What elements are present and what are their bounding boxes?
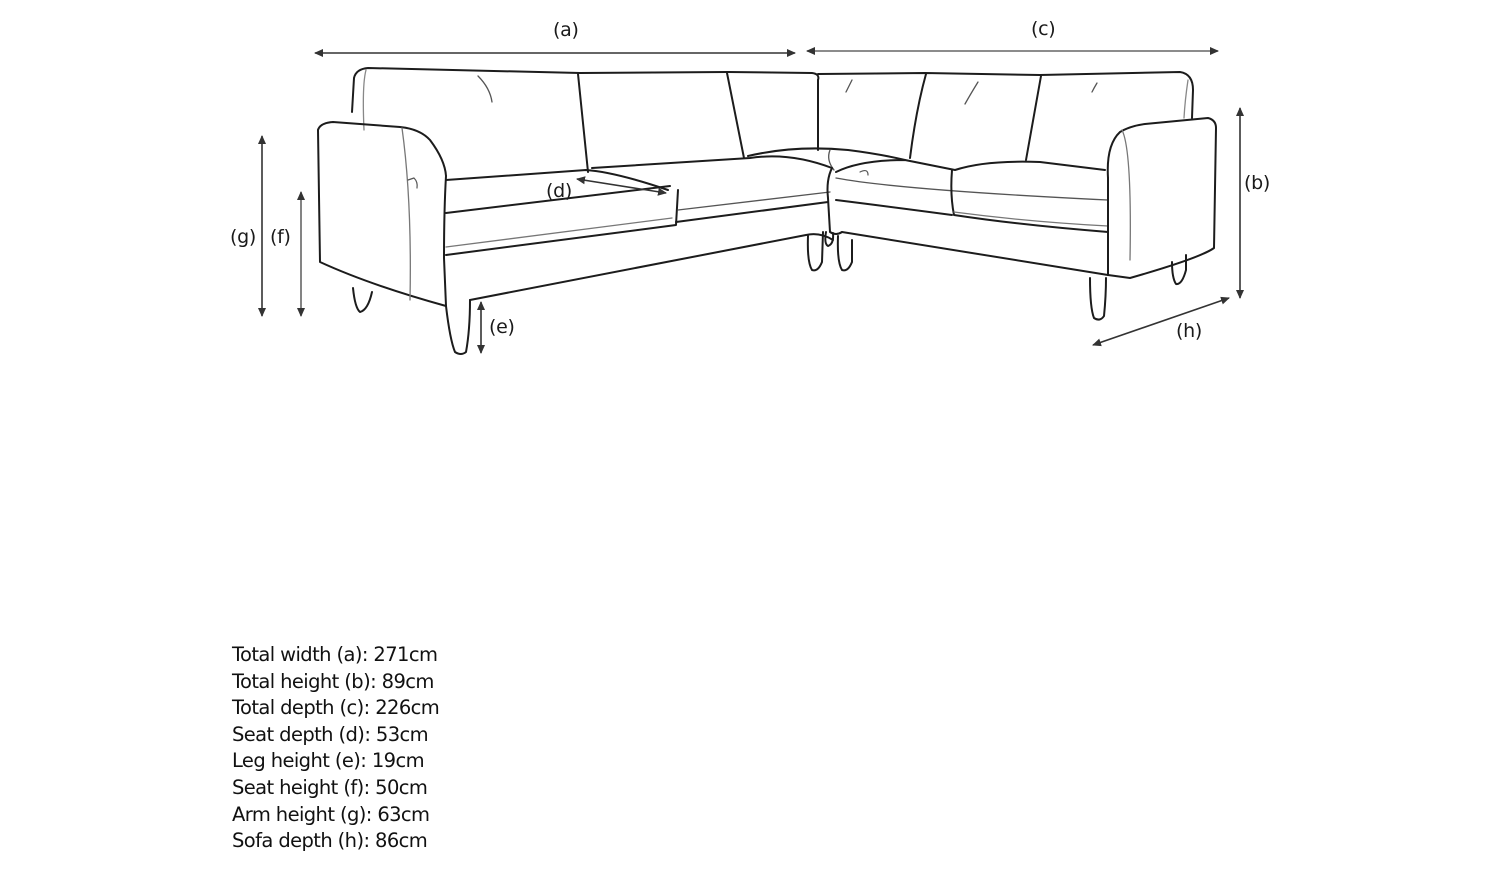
spec-total-depth: Total depth (c): 226cm <box>232 696 440 720</box>
sofa-outline <box>317 67 1217 355</box>
dimension-label-h: (h) <box>1176 320 1202 342</box>
dimension-label-a: (a) <box>553 19 579 41</box>
spec-seat-depth: Seat depth (d): 53cm <box>232 722 429 746</box>
spec-total-width: Total width (a): 271cm <box>232 643 438 666</box>
dimension-spec-list: Total width (a): 271cm Total height (b):… <box>232 642 440 855</box>
dimension-label-b: (b) <box>1244 172 1270 194</box>
spec-seat-height: Seat height (f): 50cm <box>232 775 428 799</box>
dimension-label-g: (g) <box>230 226 256 248</box>
dimension-arrows <box>258 47 1244 354</box>
dimension-label-c: (c) <box>1031 18 1056 40</box>
dimension-label-f: (f) <box>270 226 291 248</box>
sofa-line-drawing <box>258 47 1244 355</box>
arrow-h <box>1092 296 1230 347</box>
dimension-label-d: (d) <box>546 180 572 202</box>
arrow-d <box>576 176 667 196</box>
spec-arm-height: Arm height (g): 63cm <box>232 802 430 826</box>
spec-leg-height: Leg height (e): 19cm <box>232 749 425 773</box>
spec-sofa-depth: Sofa depth (h): 86cm <box>232 829 428 853</box>
sofa-dimension-diagram: (a) (c) (b) (g) (f) (e) (d) (h) <box>0 0 1500 400</box>
dimension-label-e: (e) <box>489 316 515 338</box>
spec-total-height: Total height (b): 89cm <box>232 669 434 693</box>
